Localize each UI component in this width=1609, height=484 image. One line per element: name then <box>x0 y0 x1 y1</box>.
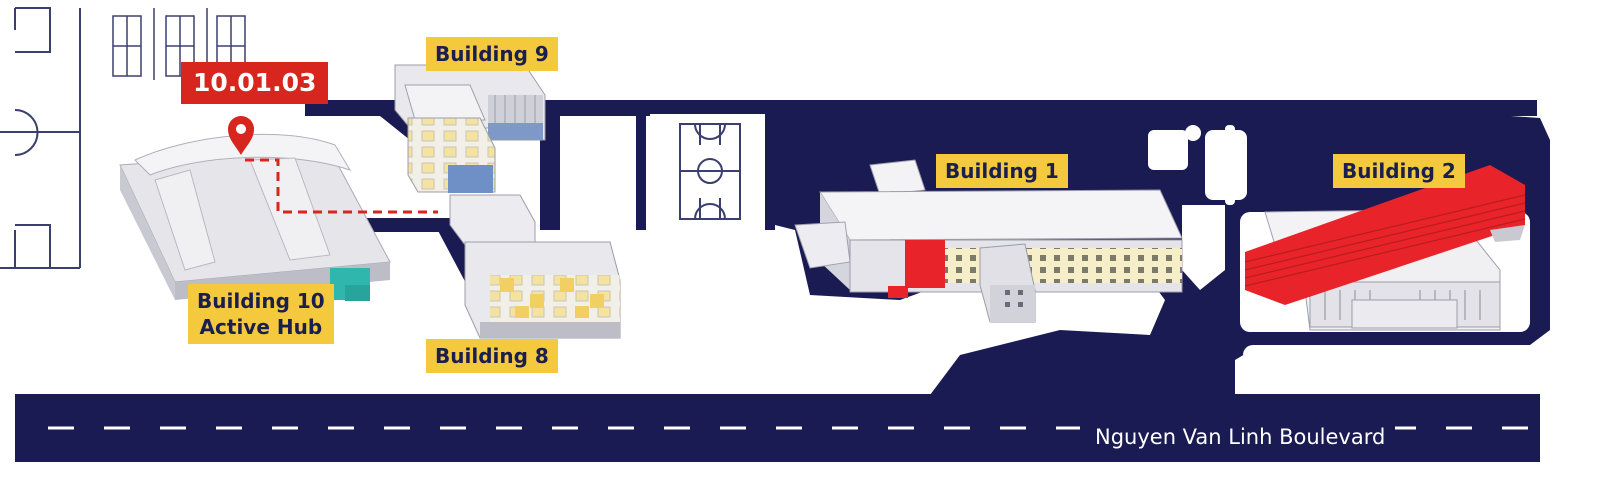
sports-field <box>0 7 81 269</box>
building-10 <box>119 133 391 301</box>
building-2-label[interactable]: Building 2 <box>1333 154 1465 188</box>
building-8 <box>449 194 621 339</box>
building-10-label[interactable]: Building 10 Active Hub <box>188 284 334 344</box>
building-9 <box>394 64 546 193</box>
road-name-label: Nguyen Van Linh Boulevard <box>1085 424 1396 450</box>
building-10-name: Building 10 <box>197 289 325 313</box>
building-2 <box>1244 165 1526 331</box>
tennis-courts <box>112 8 246 80</box>
building-9-label[interactable]: Building 9 <box>426 37 558 71</box>
basketball-court <box>650 114 765 224</box>
building-10-subtitle: Active Hub <box>199 315 323 339</box>
building-1-label[interactable]: Building 1 <box>936 154 1068 188</box>
room-code-badge: 10.01.03 <box>181 62 329 104</box>
route-path <box>245 158 438 214</box>
building-8-label[interactable]: Building 8 <box>426 339 558 373</box>
building-1 <box>794 159 1183 323</box>
location-pin-icon[interactable] <box>228 116 254 155</box>
